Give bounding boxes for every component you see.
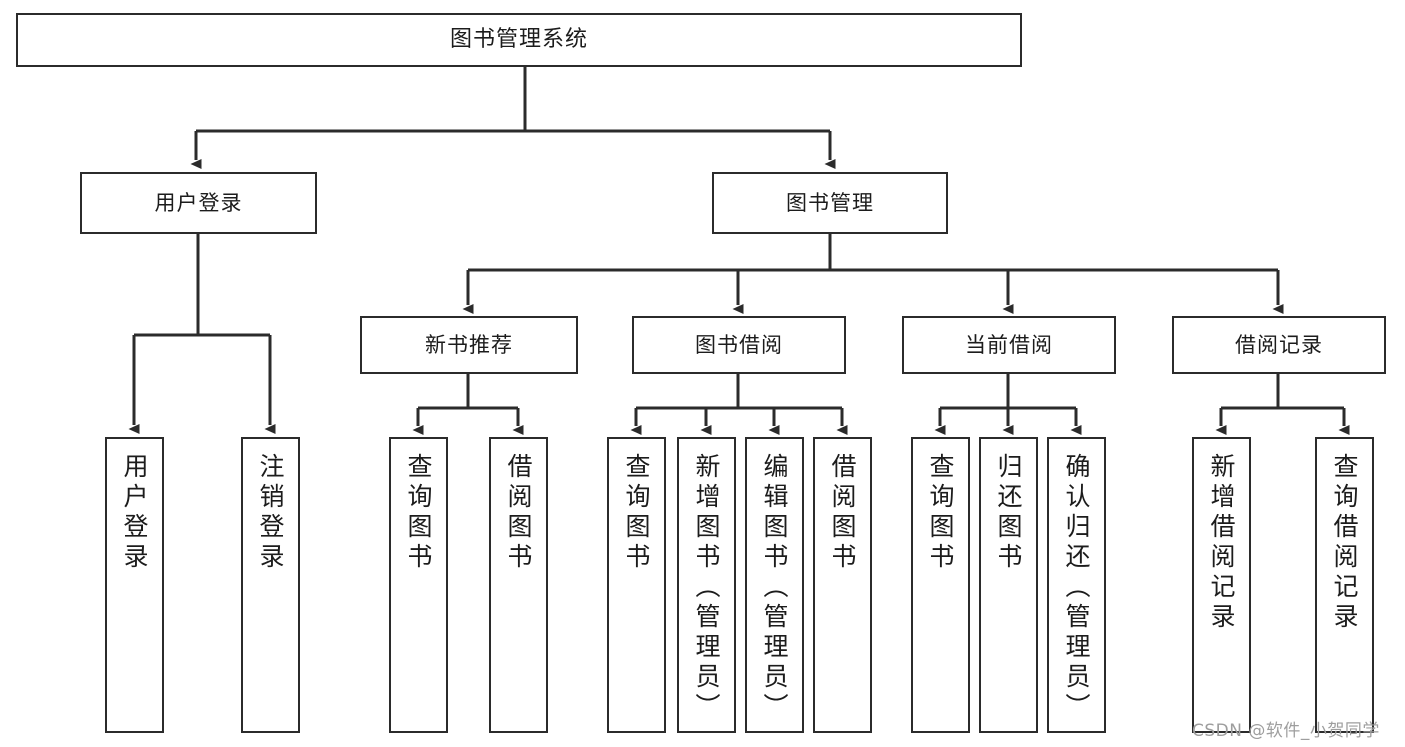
node-label: 查询借阅记录 [1330,453,1359,633]
node-label: 借阅图书 [828,453,857,573]
leaf-add-borrow-record[interactable]: 新增借阅记录 [1192,437,1251,733]
leaf-logout[interactable]: 注销登录 [241,437,300,733]
node-label: 归还图书 [994,453,1023,573]
csdn-watermark: CSDN @软件_小贺同学 [1192,721,1380,741]
leaf-query-book-borrow[interactable]: 查询图书 [607,437,666,733]
node-label: 新增借阅记录 [1207,453,1236,633]
node-label: 注销登录 [256,453,285,573]
node-label: 查询图书 [622,453,651,573]
node-label: 当前借阅 [965,332,1053,357]
leaf-confirm-return-admin[interactable]: 确认归还（管理员） [1047,437,1106,733]
node-label: 用户登录 [154,190,243,215]
leaf-user-login[interactable]: 用户登录 [105,437,164,733]
leaf-query-book-current[interactable]: 查询图书 [911,437,970,733]
node-label: 图书管理系统 [449,27,588,53]
node-label: 图书借阅 [695,332,783,357]
node-root-system[interactable]: 图书管理系统 [16,13,1022,67]
node-new-book-recommend[interactable]: 新书推荐 [360,316,578,374]
node-label: 编辑图书（管理员） [760,453,789,723]
leaf-add-book-admin[interactable]: 新增图书（管理员） [677,437,736,733]
leaf-query-borrow-record[interactable]: 查询借阅记录 [1315,437,1374,733]
node-book-borrow[interactable]: 图书借阅 [632,316,846,374]
node-user-login[interactable]: 用户登录 [80,172,317,234]
node-label: 借阅记录 [1235,332,1323,357]
leaf-edit-book-admin[interactable]: 编辑图书（管理员） [745,437,804,733]
node-label: 新增图书（管理员） [692,453,721,723]
leaf-borrow-book-recommend[interactable]: 借阅图书 [489,437,548,733]
node-label: 查询图书 [404,453,433,573]
node-label: 新书推荐 [425,332,513,357]
node-label: 图书管理 [786,190,874,215]
node-label: 查询图书 [926,453,955,573]
node-label: 用户登录 [120,453,149,573]
node-label: 借阅图书 [504,453,533,573]
node-current-borrow[interactable]: 当前借阅 [902,316,1116,374]
leaf-query-book-recommend[interactable]: 查询图书 [389,437,448,733]
leaf-borrow-book[interactable]: 借阅图书 [813,437,872,733]
node-book-management[interactable]: 图书管理 [712,172,948,234]
node-label: 确认归还（管理员） [1062,453,1091,723]
node-borrow-record[interactable]: 借阅记录 [1172,316,1386,374]
leaf-return-book[interactable]: 归还图书 [979,437,1038,733]
